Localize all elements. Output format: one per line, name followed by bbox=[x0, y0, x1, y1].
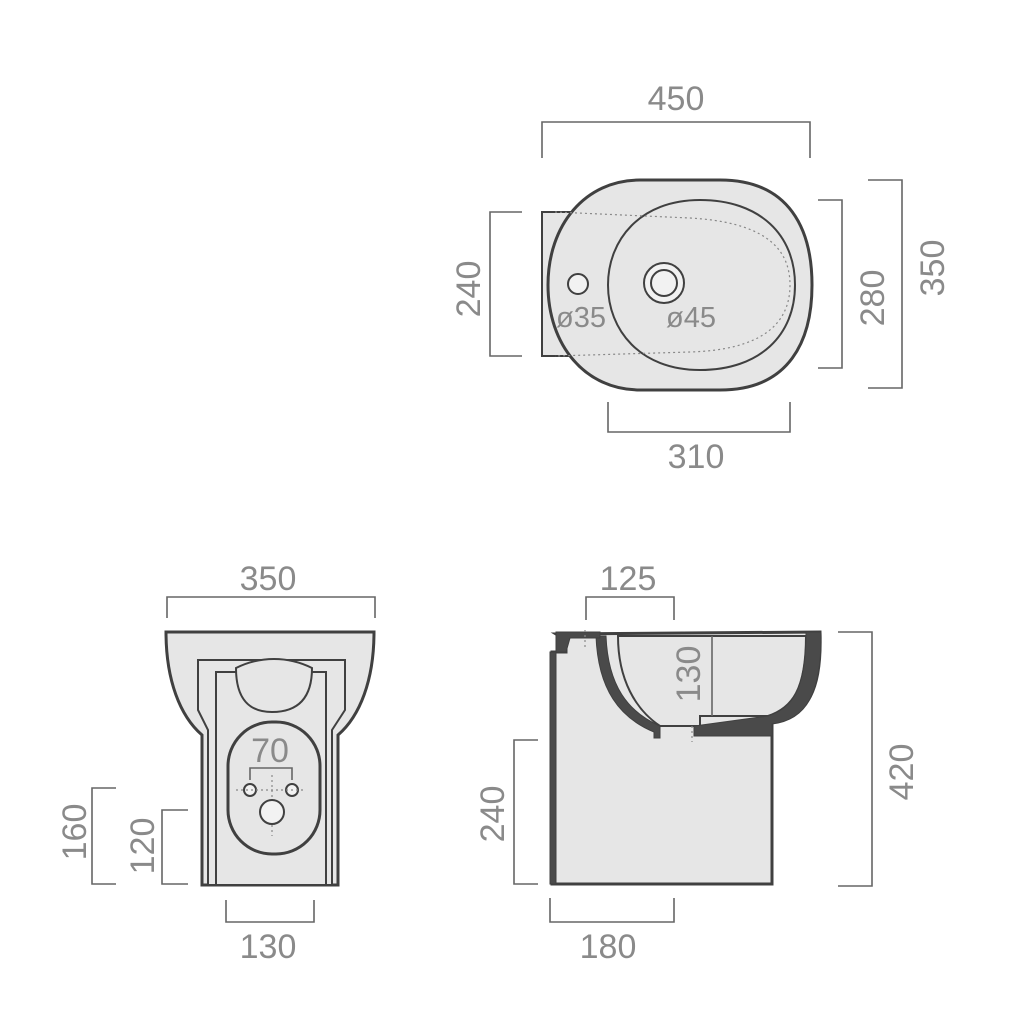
dim-line-bowl-310 bbox=[607, 402, 791, 433]
dim-label-rim-125: 125 bbox=[600, 560, 657, 598]
dim-line-depth-350 bbox=[868, 179, 903, 389]
dim-label-bowl-280: 280 bbox=[854, 270, 892, 327]
dim-label-height-420: 420 bbox=[883, 744, 921, 801]
side-view-rear-wall bbox=[595, 635, 661, 739]
dim-label-bowl-130: 130 bbox=[670, 646, 708, 703]
fixing-point-left-icon bbox=[243, 783, 257, 797]
dim-line-rear-240 bbox=[489, 211, 522, 357]
dim-label-fixing-120: 120 bbox=[124, 818, 162, 875]
side-view: 125 130 420 240 180 bbox=[474, 560, 921, 966]
dim-label-outlet-160: 160 bbox=[56, 804, 94, 861]
dim-label-bowl-310: 310 bbox=[668, 438, 725, 476]
dim-label-base-180: 180 bbox=[580, 928, 637, 966]
dim-line-base-180 bbox=[549, 898, 675, 923]
drain-hole-inner-icon bbox=[650, 269, 678, 297]
rear-view-outlet-recess bbox=[226, 720, 322, 856]
top-view-inner-bowl bbox=[606, 198, 797, 372]
dim-label-outlet-240: 240 bbox=[474, 786, 512, 843]
dim-label-base-130: 130 bbox=[240, 928, 297, 966]
dim-line-base-130 bbox=[225, 900, 315, 923]
dim-line-fixing-120 bbox=[161, 809, 188, 885]
dim-label-rear-width-350: 350 bbox=[240, 560, 297, 598]
side-view-outlet-wall bbox=[549, 651, 557, 885]
tap-hole-icon bbox=[567, 273, 589, 295]
rear-view: 350 70 160 120 130 bbox=[56, 560, 376, 966]
dim-label-depth-350: 350 bbox=[914, 240, 952, 297]
tap-hole-label: ø35 bbox=[556, 302, 606, 334]
dim-label-width-450: 450 bbox=[648, 80, 705, 118]
dim-line-height-420 bbox=[838, 631, 873, 887]
drain-hole-label: ø45 bbox=[666, 302, 716, 334]
side-view-front-rim bbox=[693, 631, 822, 737]
dim-line-outlet-240 bbox=[513, 739, 538, 885]
rear-view-top-cavity bbox=[234, 658, 314, 714]
top-view: 450 240 280 350 310 ø35 ø45 bbox=[450, 80, 952, 476]
dim-label-fixing-70: 70 bbox=[251, 732, 289, 770]
dim-line-width-450 bbox=[541, 121, 811, 158]
fixing-bracket bbox=[249, 767, 293, 780]
dim-line-bowl-280 bbox=[818, 199, 843, 369]
top-view-rim-dashed bbox=[554, 211, 791, 357]
rear-outlet-icon bbox=[259, 799, 285, 825]
dim-line-rear-width-350 bbox=[166, 596, 376, 618]
dim-line-outlet-160 bbox=[91, 787, 116, 885]
dim-label-rear-240: 240 bbox=[450, 261, 488, 318]
dim-line-rim-125 bbox=[585, 596, 675, 620]
